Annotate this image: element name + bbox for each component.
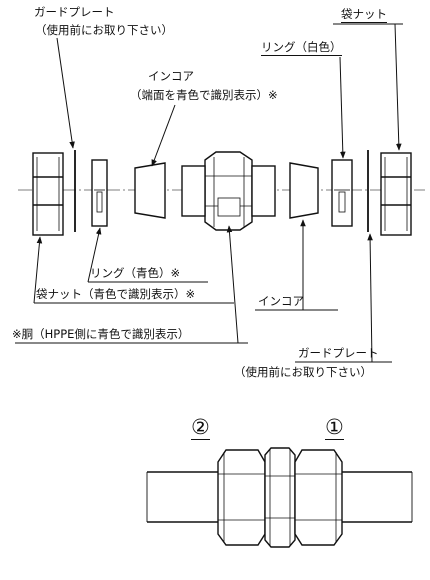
white-ring bbox=[331, 159, 353, 227]
leader-incore-top bbox=[151, 104, 176, 167]
label-ring-white: リング（白色） bbox=[261, 40, 342, 56]
right-incore bbox=[289, 162, 319, 219]
label-incore-top: インコア bbox=[148, 69, 194, 83]
label-guard-plate-top-note: （使用前にお取り下さい） bbox=[35, 23, 173, 37]
assembled-body bbox=[264, 447, 296, 548]
leader-nut-top bbox=[394, 23, 402, 151]
assembled-left-nut bbox=[217, 449, 266, 546]
label-guard-plate-top: ガードプレート bbox=[34, 5, 115, 19]
pipe-left bbox=[146, 471, 218, 523]
pipe-right bbox=[342, 471, 413, 523]
leader-body bbox=[226, 225, 239, 344]
leader-ring-white bbox=[339, 56, 346, 159]
assembled-right-nut bbox=[294, 449, 343, 546]
label-guard-plate-bottom-note: （使用前にお取り下さい） bbox=[234, 365, 372, 379]
label-incore-bottom: インコア bbox=[258, 294, 304, 308]
leader-nut-bottom bbox=[33, 236, 43, 304]
body bbox=[181, 151, 276, 231]
label-nut-bottom: 袋ナット（青色で識別表示）※ bbox=[36, 287, 196, 301]
label-incore-top-note: （端面を青色で識別表示）※ bbox=[130, 88, 278, 102]
left-cap-nut bbox=[32, 152, 64, 236]
leader-guard-plate-top bbox=[56, 37, 75, 149]
label-nut-top: 袋ナット bbox=[341, 7, 387, 23]
leader-ring-blue bbox=[87, 227, 102, 283]
side-number-right: ① bbox=[325, 415, 344, 440]
side-number-left: ② bbox=[191, 415, 210, 440]
right-cap-nut bbox=[380, 152, 412, 236]
blue-ring bbox=[91, 159, 108, 227]
label-guard-plate-bottom: ガードプレート bbox=[298, 346, 379, 360]
left-incore bbox=[134, 162, 166, 219]
label-body-note: ※胴（HPPE側に青色で識別表示） bbox=[12, 327, 190, 341]
leader-guard-plate-bottom bbox=[367, 233, 373, 363]
label-ring-blue: リング（青色）※ bbox=[90, 266, 181, 280]
